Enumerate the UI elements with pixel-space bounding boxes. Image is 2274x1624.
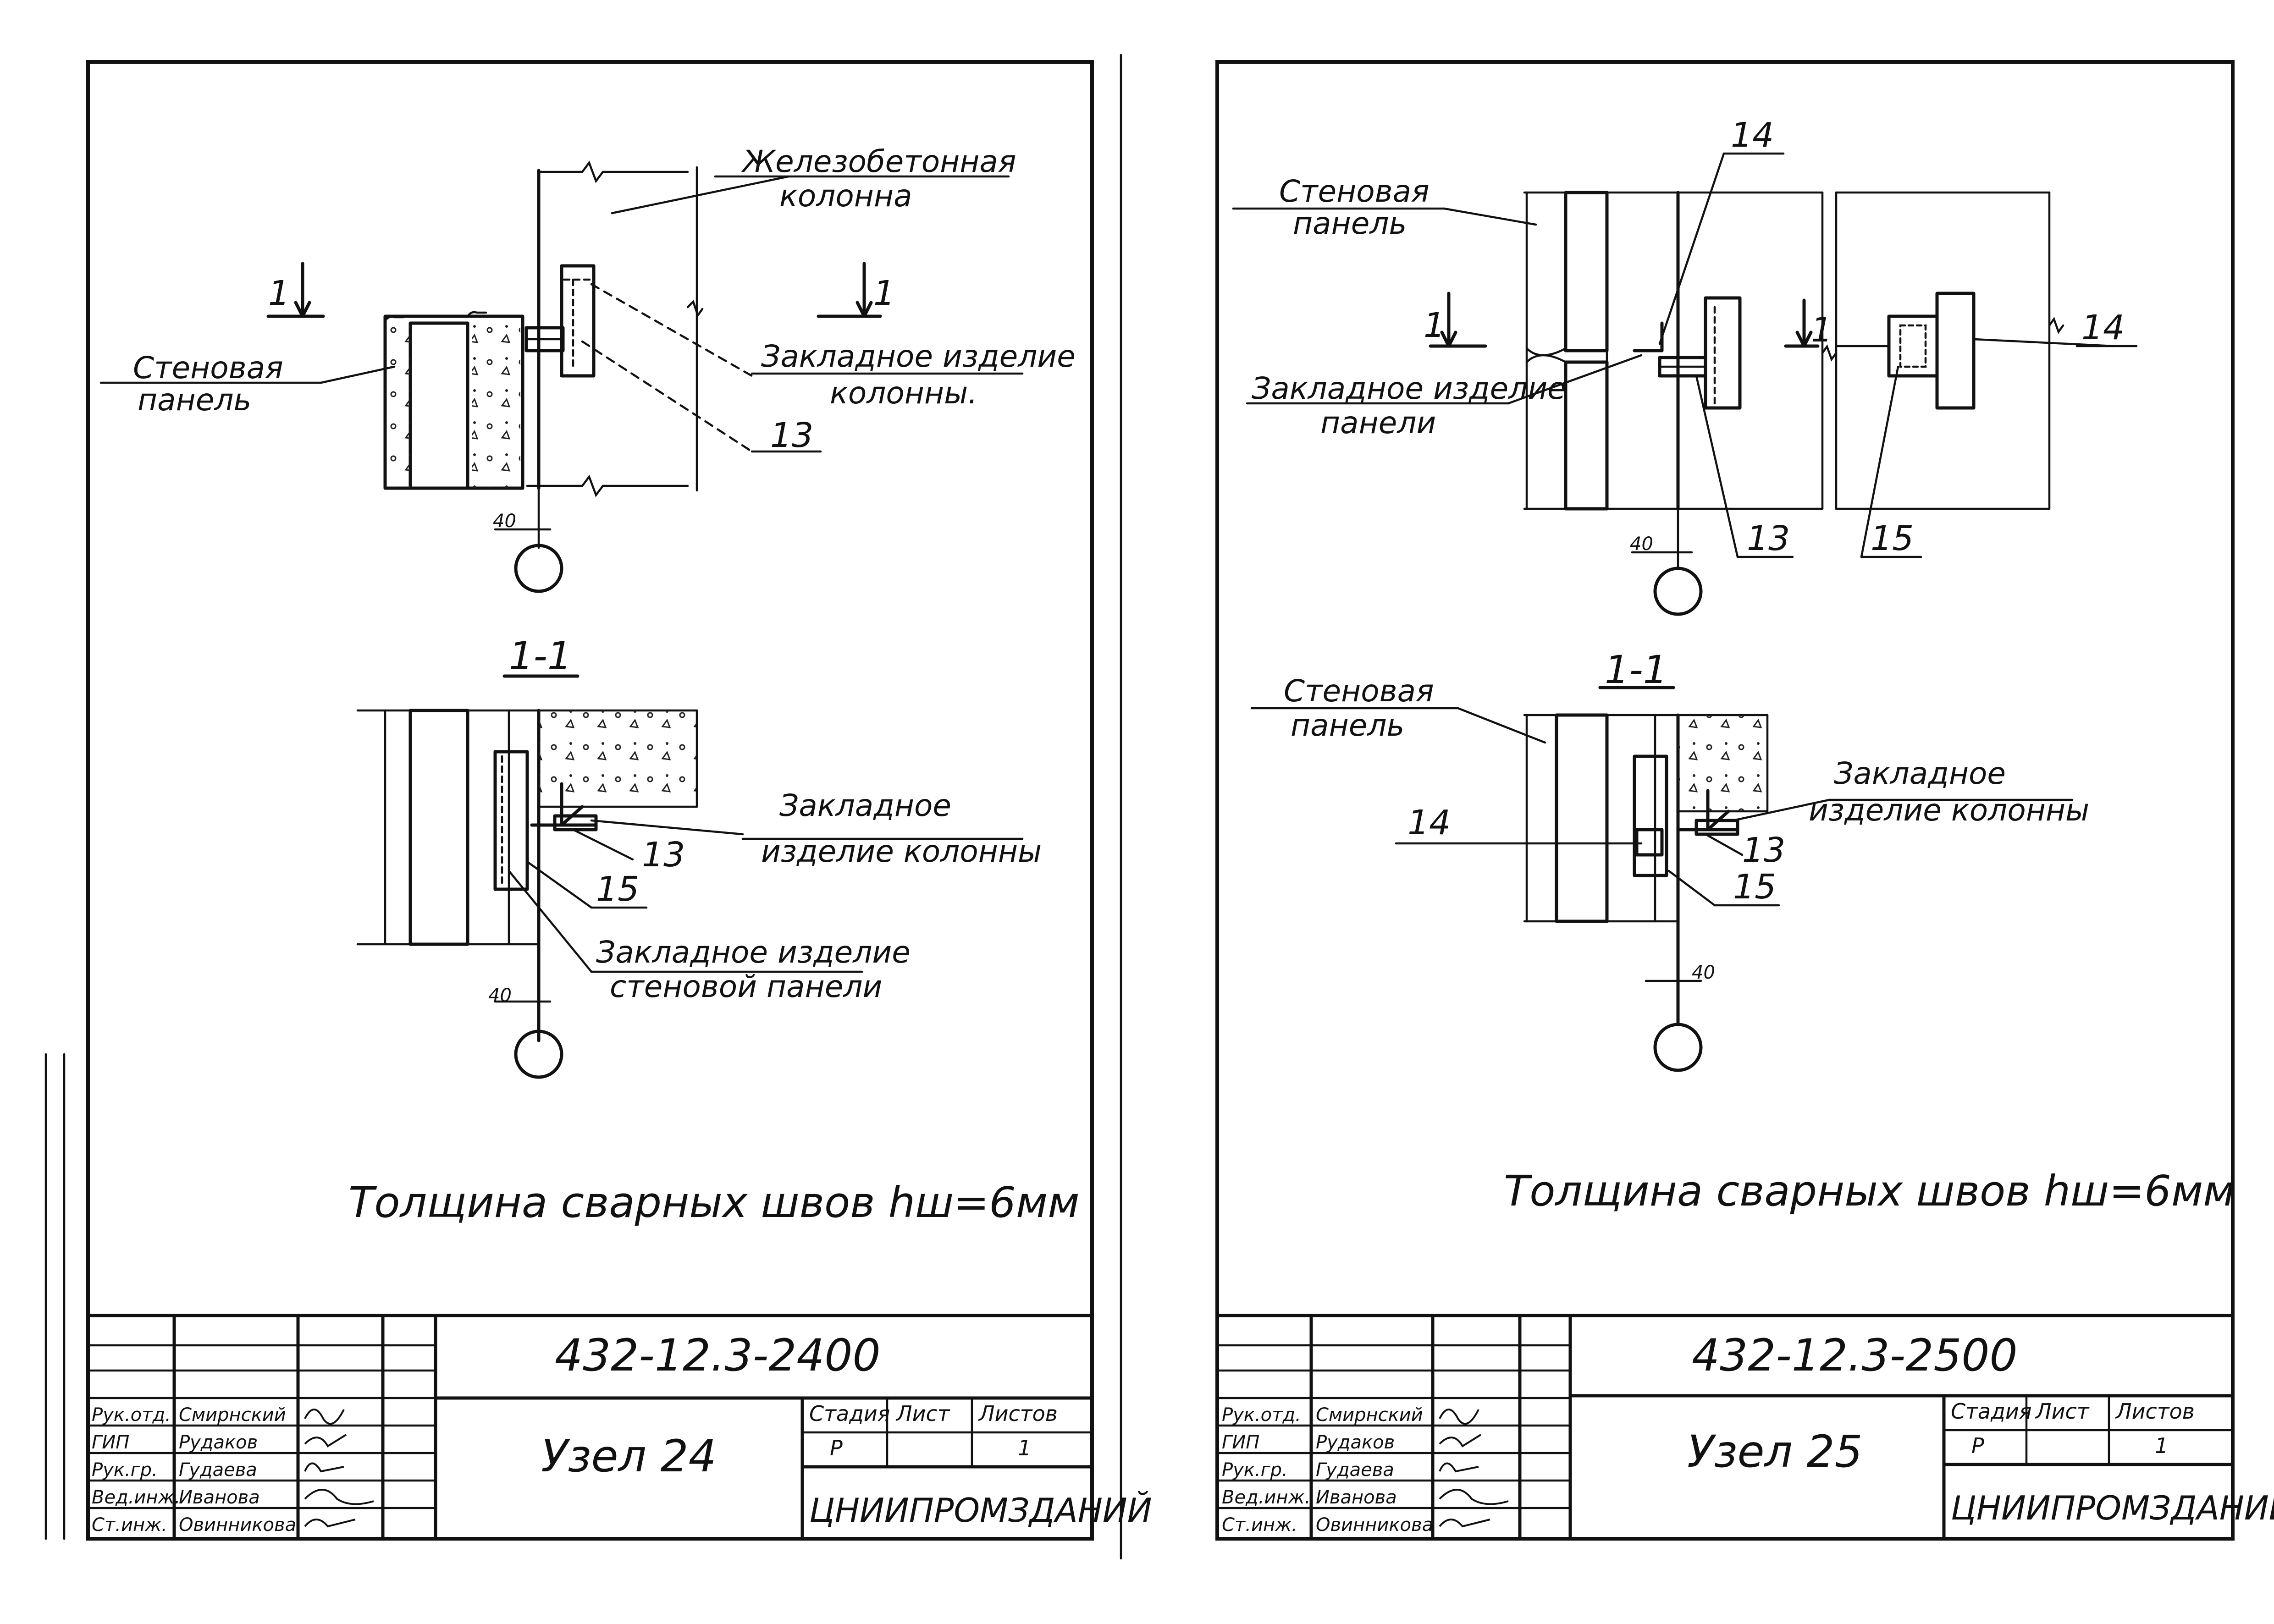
role: Рук.гр. (1222, 1459, 1288, 1481)
role: ГИП (92, 1432, 129, 1453)
head-sheet: Лист (2035, 1399, 2090, 1424)
name: Овинникова (179, 1514, 296, 1536)
item-13: 13 (770, 416, 813, 455)
sheet-24-frame (86, 60, 1094, 1541)
cut-mark-label: 1 (268, 274, 290, 313)
signatures (304, 1409, 374, 1528)
head-sheet: Лист (895, 1401, 950, 1426)
item-13-section: 13 (642, 835, 685, 875)
wall-panel-plan (383, 311, 524, 490)
label-embed-column-line1: Закладное (1834, 756, 2006, 791)
item-15-section: 15 (1733, 867, 1776, 907)
axis-bubble (514, 544, 563, 593)
label-embed-column-line2: колонны. (830, 375, 977, 411)
value-sheets: 1 (2155, 1433, 2168, 1458)
label-panel-line1: Стеновая (133, 350, 283, 385)
name: Гудаева (179, 1459, 257, 1481)
role: Рук.отд. (92, 1404, 171, 1426)
role: Вед.инж. (1222, 1487, 1310, 1508)
dimension-40: 40 (1692, 962, 1715, 983)
item-14: 14 (1731, 116, 1774, 155)
title-block-25: 432-12.3-2500 Узел 25 Стадия Лист Листов… (1215, 1314, 2274, 1541)
section-title: 1-1 (509, 633, 572, 678)
item-13: 13 (1747, 519, 1790, 558)
node24-plan: 1 1 40 Железобетонная колонна Стеновая п… (99, 144, 1076, 593)
item-14-section: 14 (1407, 803, 1451, 842)
label-panel-line2: панель (138, 382, 251, 418)
item-14-side: 14 (2081, 308, 2125, 347)
drawing-title: Узел 24 (541, 1431, 717, 1482)
label-panel-section-line2: панель (1291, 708, 1404, 743)
weld-note: Толщина сварных швов hш=6мм (1504, 1167, 2235, 1216)
head-stage: Стадия (1951, 1399, 2031, 1424)
value-sheets: 1 (1018, 1436, 1031, 1460)
drawing-title: Узел 25 (1687, 1426, 1863, 1477)
cut-mark-label: 1 (873, 274, 895, 313)
label-panel-top-line1: Стеновая (1279, 174, 1430, 209)
label-embed-panel-line2: стеновой панели (610, 969, 882, 1004)
title-block-24: 432-12.3-2400 Узел 24 Стадия Лист Листов… (86, 1314, 1152, 1541)
label-embed-panel-line1: Закладное изделие (1252, 371, 1566, 406)
role: ГИП (1222, 1432, 1259, 1453)
name: Гудаева (1316, 1459, 1394, 1481)
item-15-side: 15 (1871, 519, 1914, 558)
weld-note: Толщина сварных швов hш=6мм (348, 1178, 1080, 1227)
label-panel-top-line2: панель (1293, 206, 1407, 241)
sheet-25: 1 1 Стеновая панель Закладное изделие па… (1215, 60, 2274, 1541)
head-stage: Стадия (809, 1401, 890, 1426)
name: Овинникова (1316, 1514, 1433, 1536)
name: Рудаков (179, 1432, 258, 1453)
section-title: 1-1 (1605, 647, 1667, 692)
dimension-40: 40 (493, 511, 516, 532)
node25-section: 1-1 Стеновая панель Закладное изделие ко… (1250, 647, 2089, 1072)
axis-bubble (1653, 1023, 1703, 1072)
label-embed-column-line1: Закладное изделие (761, 339, 1076, 374)
value-stage: Р (830, 1436, 843, 1460)
role: Рук.гр. (92, 1459, 158, 1481)
role: Рук.отд. (1222, 1404, 1301, 1426)
name: Смирнский (179, 1404, 286, 1426)
sheet-24: 1 1 40 Железобетонная колонна Стеновая п… (44, 60, 1152, 1541)
sheet-25-frame (1215, 60, 2235, 1541)
axis-bubble (514, 1029, 563, 1079)
drawing-code: 432-12.3-2500 (1692, 1330, 2018, 1381)
organization: ЦНИИПРОМЗДАНИЙ (1951, 1489, 2274, 1527)
item-15: 15 (596, 870, 639, 909)
label-column-line2: колонна (779, 178, 912, 214)
cut-mark-label: 1 (1811, 310, 1832, 350)
axis-bubble (1653, 567, 1703, 616)
cut-mark-label: 1 (1424, 306, 1445, 345)
name: Иванова (1316, 1487, 1397, 1508)
name: Рудаков (1316, 1432, 1395, 1453)
label-embed-column2-line1: Закладное (779, 788, 951, 823)
dimension-40: 40 (488, 985, 512, 1006)
head-sheets: Листов (2115, 1399, 2195, 1424)
drawing-code: 432-12.3-2400 (555, 1330, 881, 1381)
role: Ст.инж. (1222, 1514, 1297, 1536)
label-embed-panel-line1: Закладное изделие (596, 935, 911, 970)
value-stage: Р (1971, 1433, 1984, 1458)
node24-section: 1-1 Закладное изделие колонны 13 15 (356, 633, 1042, 1079)
label-column-line1: Железобетонная (741, 144, 1016, 179)
label-embed-column2-line2: изделие колонны (761, 834, 1042, 869)
name: Иванова (179, 1487, 260, 1508)
role: Ст.инж. (92, 1514, 167, 1536)
label-embed-column-line2: изделие колонны (1809, 793, 2089, 828)
name: Смирнский (1316, 1404, 1423, 1426)
signatures (1439, 1409, 1509, 1528)
head-sheets: Листов (978, 1401, 1058, 1426)
role: Вед.инж. (92, 1487, 180, 1508)
organization: ЦНИИПРОМЗДАНИЙ (809, 1491, 1152, 1530)
item-13-section: 13 (1742, 831, 1785, 870)
node25-plan: 1 1 Стеновая панель Закладное изделие па… (1232, 116, 2138, 616)
label-panel-section-line1: Стеновая (1284, 673, 1434, 709)
label-embed-panel-line2: панели (1320, 405, 1436, 440)
dimension-40: 40 (1630, 534, 1653, 555)
